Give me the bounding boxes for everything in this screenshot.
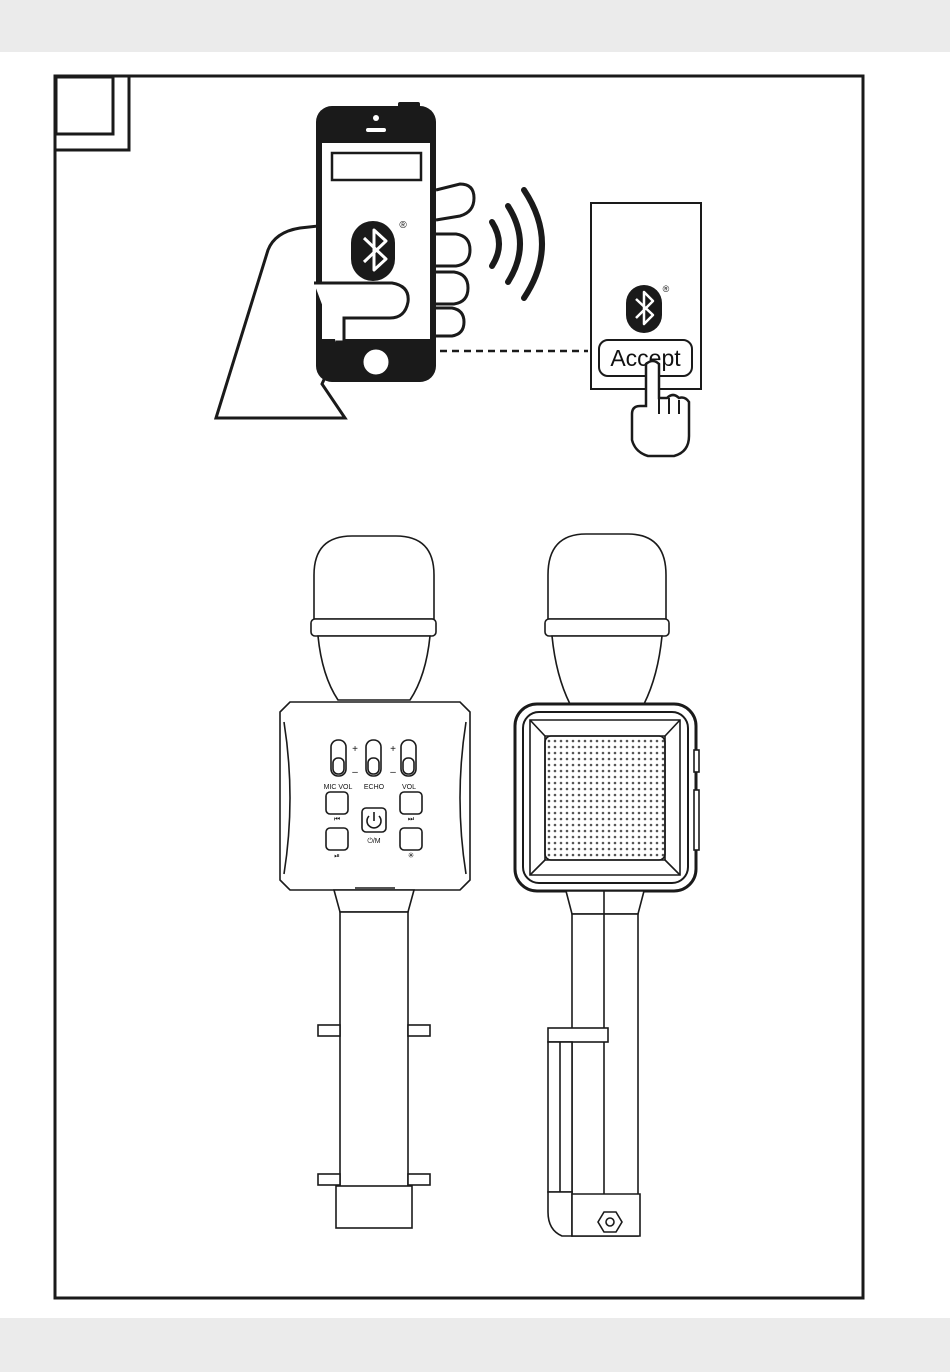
clamp-left-1: [318, 1025, 340, 1036]
mic-front-ring: [311, 619, 436, 636]
mic-back-grille: [548, 534, 666, 619]
mic-front-handle: [340, 912, 408, 1224]
phone-address-bar: [332, 153, 421, 180]
minus-sign-2: –: [390, 767, 396, 778]
play-pause-label: ⏯: [334, 853, 340, 860]
finger-2: [436, 234, 470, 266]
power-mode-label: ⏻/M: [367, 837, 380, 845]
slider-label-mic-vol: MIC VOL: [324, 784, 353, 791]
play-pause-button[interactable]: [326, 828, 348, 850]
slider-label-vol: VOL: [402, 784, 416, 791]
mic-front-neck: [318, 636, 430, 700]
mic-front-end: [336, 1186, 412, 1228]
side-port-1: [694, 750, 699, 772]
mic-back-ring: [545, 619, 669, 636]
signal-wave-3: [524, 190, 542, 298]
microphone-front: [280, 536, 470, 1228]
plus-sign-2: +: [390, 744, 396, 755]
clamp-left-2: [318, 1174, 340, 1185]
mic-back-neck: [552, 636, 662, 704]
phone-side-button: [398, 102, 420, 108]
mic-front-body: [280, 702, 470, 890]
signal-wave-2: [508, 206, 520, 282]
signal-wave-1: [492, 222, 499, 266]
hand-phone-group: ®: [216, 102, 542, 418]
dialog-registered-mark: ®: [663, 284, 670, 294]
mic-front-grille: [314, 536, 434, 619]
mount-hole: [606, 1218, 614, 1226]
minus-sign-1: –: [352, 767, 358, 778]
finger-4: [436, 308, 464, 336]
speaker-grille: [545, 736, 665, 860]
mic-back-handle: [572, 914, 638, 1236]
holder-top: [548, 1028, 608, 1042]
clamp-right-2: [408, 1174, 430, 1185]
next-button[interactable]: [400, 792, 422, 814]
mic-back-collar: [566, 891, 644, 914]
side-port-2: [694, 790, 699, 850]
phone-camera: [373, 115, 379, 121]
vol-knob[interactable]: [403, 758, 414, 774]
prev-label: ⏮: [334, 816, 340, 823]
phone-registered-mark: ®: [399, 220, 407, 231]
prev-button[interactable]: [326, 792, 348, 814]
pairing-dialog: ® Accept: [591, 203, 701, 456]
plus-sign-1: +: [352, 744, 358, 755]
phone-home-button: [364, 350, 388, 374]
microphone-back: [515, 534, 699, 1236]
finger-3: [436, 272, 468, 304]
mic-vol-knob[interactable]: [333, 758, 344, 774]
phone-speaker: [366, 128, 386, 132]
holder-foot: [548, 1192, 572, 1236]
next-label: ⏭: [408, 816, 415, 823]
finger-1: [436, 184, 474, 220]
slider-label-echo: ECHO: [364, 784, 385, 791]
clamp-right-1: [408, 1025, 430, 1036]
mic-front-collar: [334, 890, 414, 912]
light-label: ✳: [408, 851, 415, 860]
step-box: [56, 77, 113, 134]
echo-knob[interactable]: [368, 758, 379, 774]
light-button[interactable]: [400, 828, 422, 850]
